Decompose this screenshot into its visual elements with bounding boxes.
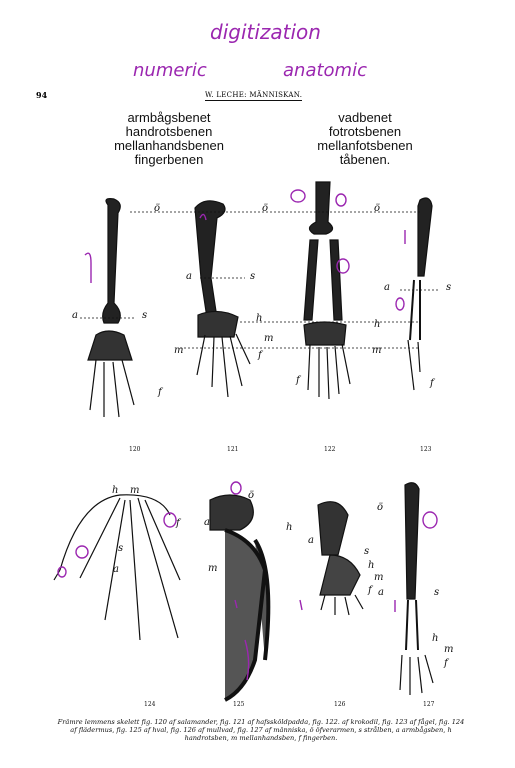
label-m-121: m <box>264 333 274 344</box>
figure-124-skeleton <box>53 494 181 641</box>
annotation-mark <box>57 566 67 578</box>
left-heading-line: handrotsbenen <box>125 124 213 139</box>
label-h-127: h <box>432 633 439 644</box>
figure-number: 123 <box>420 446 432 453</box>
annotation-mark <box>422 511 438 529</box>
label-h-122: h <box>374 319 381 330</box>
figure-number: 121 <box>227 446 239 453</box>
label-a-127: a <box>378 587 384 598</box>
annotation-mark <box>84 252 92 283</box>
figure-126-skeleton <box>317 501 364 616</box>
right-heading-line: tåbenen. <box>339 152 391 167</box>
label-f-126: f <box>368 585 372 596</box>
label-h-125: h <box>286 522 293 533</box>
annotation-mark <box>75 545 89 559</box>
label-f-123: f <box>430 378 434 389</box>
label-s-120: s <box>142 310 148 321</box>
label-h-126: h <box>368 560 375 571</box>
figure-122-skeleton <box>303 181 351 400</box>
label-h-121: h <box>256 313 263 324</box>
label-a-123: a <box>384 282 390 293</box>
figure-number: 125 <box>233 701 245 708</box>
left-heading-line: fingerbenen <box>134 152 204 167</box>
label-a-124: a <box>113 564 119 575</box>
right-heading-line: mellanfotsbenen <box>317 138 413 153</box>
figure-125-skeleton <box>209 494 271 702</box>
label-a-120: a <box>72 310 78 321</box>
annotation-mark <box>290 189 306 203</box>
label-f-127: f <box>444 658 448 669</box>
label-m-120: m <box>174 345 184 356</box>
figure-caption: Främre lemmens skelett fig. 120 af salam… <box>57 718 465 742</box>
annotation-mark <box>199 213 207 221</box>
label-m-122: m <box>372 345 382 356</box>
annotation-anatomic: anatomic <box>283 60 367 81</box>
figure-number: 127 <box>423 701 435 708</box>
label-a-126: a <box>308 535 314 546</box>
figure-127-skeleton <box>399 482 434 695</box>
right-heading-line: fotrotsbenen <box>328 124 402 139</box>
left-heading-line: armbågsbenet <box>127 110 211 125</box>
label-a-125: a <box>204 517 210 528</box>
label-o-125: ö <box>248 490 255 501</box>
label-o-120: ö <box>154 203 161 214</box>
annotation-mark <box>230 481 242 495</box>
figure-123-skeleton <box>407 197 433 391</box>
figure-number: 122 <box>324 446 336 453</box>
label-m-125: m <box>208 563 218 574</box>
page-number: 94 <box>36 90 48 100</box>
label-s-127: s <box>434 587 440 598</box>
label-f-122: f <box>296 375 300 386</box>
figure-120-skeleton <box>87 198 135 418</box>
label-s-124: s <box>118 543 124 554</box>
running-head: W. LECHE: MÄNNISKAN. <box>205 91 303 101</box>
figure-121-skeleton <box>194 200 251 398</box>
label-s-126: s <box>364 546 370 557</box>
right-heading-line: vadbenet <box>338 110 392 125</box>
label-o-123: ö <box>374 203 381 214</box>
label-m-126: m <box>374 572 384 583</box>
figure-number: 120 <box>129 446 141 453</box>
label-f-121: f <box>258 350 262 361</box>
label-o-122: ö <box>262 203 269 214</box>
label-f-124: f <box>176 518 180 529</box>
figure-number: 126 <box>334 701 346 708</box>
annotation-numeric: numeric <box>133 60 207 81</box>
annotation-mark <box>395 297 405 311</box>
annotation-mark <box>335 193 347 207</box>
label-m-124: m <box>130 485 140 496</box>
left-column-heading: armbågsbenet handrotsbenen mellanhandsbe… <box>104 111 234 167</box>
label-m-127: m <box>444 644 454 655</box>
label-a-121: a <box>186 271 192 282</box>
label-h-124: h <box>112 485 119 496</box>
annotation-mark <box>163 512 177 528</box>
right-column-heading: vadbenet fotrotsbenen mellanfotsbenen tå… <box>300 111 430 167</box>
figure-number: 124 <box>144 701 156 708</box>
label-o-127: ö <box>377 502 384 513</box>
label-s-121: s <box>250 271 256 282</box>
left-heading-line: mellanhandsbenen <box>114 138 224 153</box>
annotation-digitization: digitization <box>210 20 321 44</box>
label-s-123: s <box>446 282 452 293</box>
annotation-mark <box>336 258 350 274</box>
label-f-120: f <box>158 387 162 398</box>
